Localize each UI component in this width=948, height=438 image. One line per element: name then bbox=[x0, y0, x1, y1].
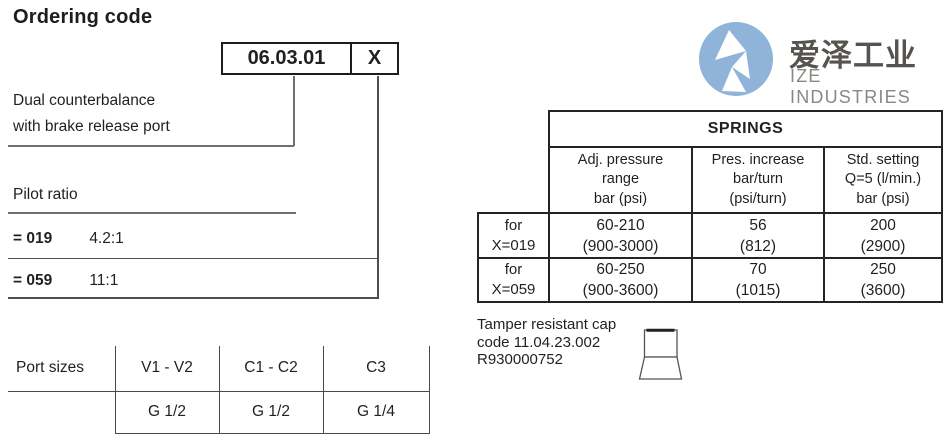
pilot-option-019-underline bbox=[8, 257, 378, 259]
springs-value-std-setting-059: 250 (3600) bbox=[823, 257, 943, 303]
springs-col-adj-pressure: Adj. pressure range bar (psi) bbox=[548, 146, 693, 214]
leader-line-code-vertical bbox=[293, 76, 295, 146]
tamper-cap-note: Tamper resistant cap code 11.04.23.002 R… bbox=[477, 316, 617, 368]
table-row: SPRINGS bbox=[478, 110, 943, 148]
port-value-v1-v2: G 1/2 bbox=[114, 391, 219, 434]
pilot-option-code: = 059 bbox=[13, 272, 53, 289]
port-sizes-table: Port sizes V1 - V2 C1 - C2 C3 G 1/2 G 1/… bbox=[8, 346, 430, 434]
springs-value-adj-pressure-019: 60-210 (900-3000) bbox=[548, 212, 693, 259]
table-row: for X=059 60-250 (900-3600) 70 (1015) 25… bbox=[477, 257, 943, 303]
leader-line-variant-vertical bbox=[377, 76, 379, 299]
ordering-code-variant: X bbox=[350, 44, 397, 73]
port-column-v1-v2: V1 - V2 bbox=[114, 346, 219, 392]
page-title: Ordering code bbox=[13, 6, 153, 28]
logo-company-name-en: IZE INDUSTRIES bbox=[790, 66, 912, 107]
dual-counterbalance-label: Dual counterbalance with brake release p… bbox=[13, 92, 170, 135]
pilot-option-ratio: 11:1 bbox=[89, 272, 119, 289]
port-column-c3: C3 bbox=[322, 346, 430, 392]
pilot-option-ratio: 4.2:1 bbox=[89, 230, 124, 247]
table-row: Adj. pressure range bar (psi) Pres. incr… bbox=[478, 146, 943, 214]
springs-value-adj-pressure-059: 60-250 (900-3600) bbox=[548, 257, 693, 303]
pilot-ratio-label: Pilot ratio bbox=[13, 186, 78, 203]
springs-table: SPRINGS Adj. pressure range bar (psi) Pr… bbox=[477, 110, 943, 303]
pilot-ratio-underline bbox=[8, 212, 296, 214]
tamper-cap-drawing-icon bbox=[638, 328, 683, 380]
springs-col-std-setting: Std. setting Q=5 (l/min.) bar (psi) bbox=[823, 146, 943, 214]
pilot-option-code: = 019 bbox=[13, 230, 53, 247]
springs-value-pres-increase-019: 56 (812) bbox=[691, 212, 825, 259]
port-sizes-empty-cell bbox=[8, 391, 115, 433]
logo-company-name-cn: 爱泽工业 bbox=[789, 38, 917, 73]
port-value-c3: G 1/4 bbox=[322, 391, 430, 434]
springs-empty-cell bbox=[478, 147, 549, 213]
springs-table-title: SPRINGS bbox=[548, 110, 943, 148]
table-row: G 1/2 G 1/2 G 1/4 bbox=[8, 391, 430, 434]
port-column-c1-c2: C1 - C2 bbox=[218, 346, 323, 392]
pilot-option-019: = 019 4.2:1 bbox=[13, 230, 124, 248]
springs-row-label-059: for X=059 bbox=[477, 257, 550, 303]
ordering-code-value: 06.03.01 bbox=[247, 47, 326, 69]
springs-value-pres-increase-059: 70 (1015) bbox=[691, 257, 825, 303]
port-value-c1-c2: G 1/2 bbox=[218, 391, 323, 434]
ize-logo-icon bbox=[699, 22, 773, 96]
port-sizes-label: Port sizes bbox=[8, 346, 115, 392]
springs-value-std-setting-019: 200 (2900) bbox=[823, 212, 943, 259]
leader-line-code-horizontal bbox=[8, 145, 294, 147]
table-row: Port sizes V1 - V2 C1 - C2 C3 bbox=[8, 346, 430, 392]
springs-col-pres-increase: Pres. increase bar/turn (psi/turn) bbox=[691, 146, 825, 214]
pilot-option-059: = 059 11:1 bbox=[13, 272, 118, 290]
ordering-code-box: 06.03.01 X bbox=[221, 42, 399, 75]
pilot-option-059-underline bbox=[8, 297, 378, 299]
table-row: for X=019 60-210 (900-3000) 56 (812) 200… bbox=[477, 212, 943, 259]
springs-row-label-019: for X=019 bbox=[477, 212, 550, 259]
springs-empty-cell bbox=[478, 111, 549, 147]
